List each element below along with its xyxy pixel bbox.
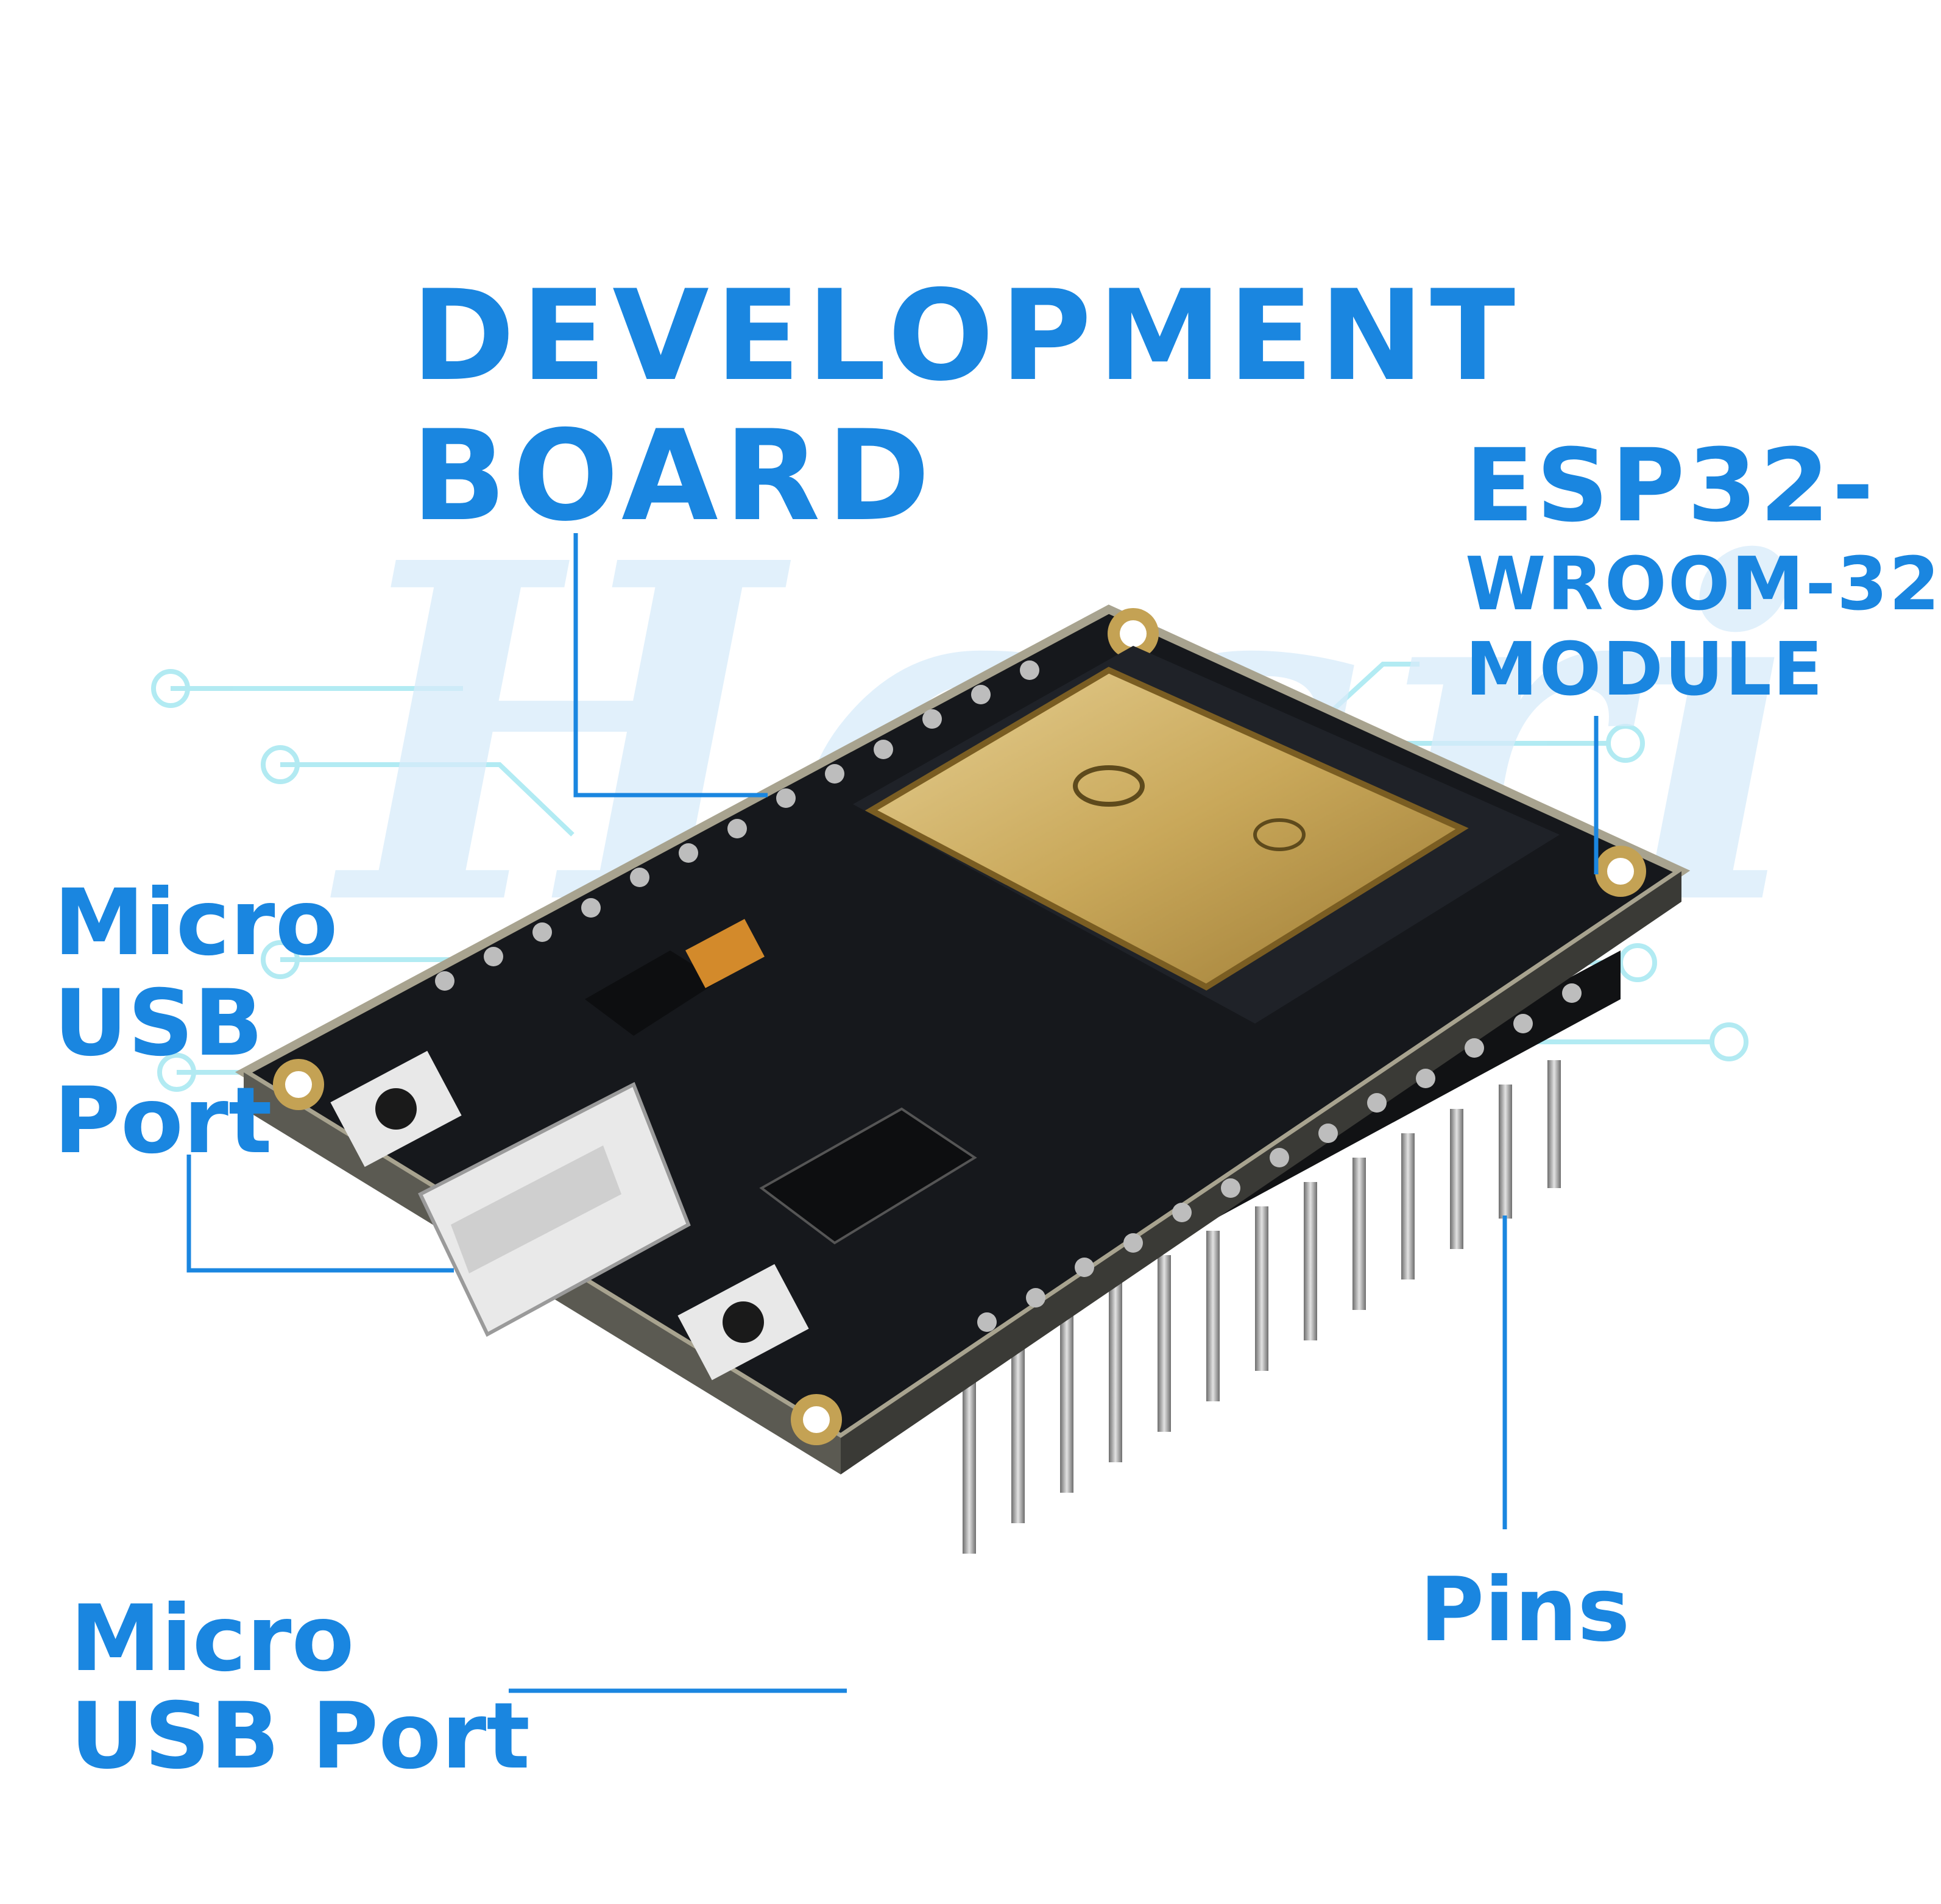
label-port-side: Port: [54, 1068, 272, 1174]
header-pins: [963, 1060, 1561, 1554]
label-esp32: ESP32-: [1465, 427, 1876, 544]
label-wroom32: WROOM-32: [1465, 542, 1941, 627]
label-micro-bottom: Micro: [70, 1586, 355, 1692]
label-board: BOARD: [411, 404, 936, 549]
label-usb-side: USB: [54, 971, 264, 1077]
label-module: MODULE: [1465, 628, 1824, 712]
label-pins: Pins: [1420, 1559, 1630, 1662]
esp32-shield: [864, 667, 1469, 991]
label-usb-port-bottom: USB Port: [70, 1683, 531, 1789]
label-micro-side: Micro: [54, 870, 338, 976]
label-development: DEVELOPMENT: [411, 264, 1522, 409]
